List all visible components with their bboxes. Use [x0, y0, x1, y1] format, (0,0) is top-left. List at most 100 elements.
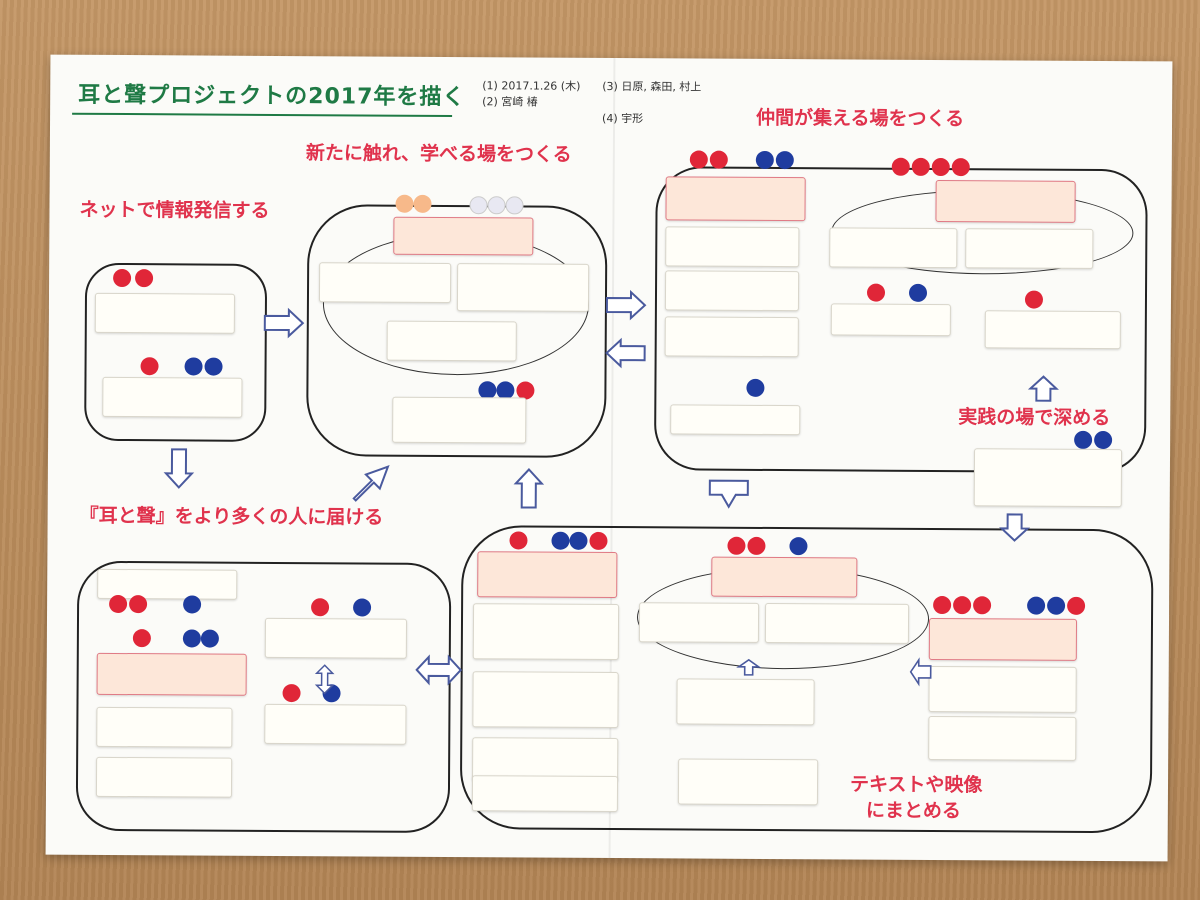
dot-white — [469, 196, 488, 215]
dot-blue — [551, 531, 570, 550]
sticky-note-nakama-5 — [935, 179, 1076, 223]
arrow-up-tv-to-new — [513, 468, 545, 509]
dot-red — [973, 596, 992, 615]
dot-orange — [395, 194, 414, 213]
paper-sheet: 耳と聲プロジェクトの2017年を描く (1) 2017.1.26 (木) (2)… — [45, 54, 1173, 862]
meta-line-2: (2) 宮崎 椿 — [482, 95, 538, 109]
sticky-note-new-4 — [386, 320, 517, 362]
dot-white — [487, 196, 506, 215]
dot-red — [931, 157, 950, 177]
sticky-note-new-2 — [318, 262, 452, 304]
dot-red — [911, 157, 930, 176]
arrow-up-jissen-to-nakama — [1027, 375, 1059, 402]
sticky-note-volunteer — [973, 448, 1123, 508]
section-text-video-heading-1: テキストや映像 — [849, 773, 983, 797]
dot-blue — [746, 378, 765, 397]
meta-line-3: (3) 日原, 森田, 村上 — [602, 79, 702, 94]
sticky-note-tv-9 — [676, 678, 815, 726]
sticky-note-todokeru-5 — [264, 617, 408, 659]
sticky-note-tv-12 — [928, 665, 1077, 713]
sticky-note-tv-3 — [472, 671, 619, 729]
sticky-note-tv-11 — [928, 617, 1078, 661]
dot-red — [866, 283, 886, 302]
section-todokeru-heading: 『耳と聲』をより多くの人に届ける — [79, 504, 384, 529]
arrow-right-new-to-nakama — [605, 289, 647, 321]
dot-white — [505, 196, 524, 215]
sticky-note-nakama-9 — [984, 310, 1121, 350]
dot-red — [589, 531, 608, 550]
sticky-note-tv-7 — [638, 602, 760, 643]
sticky-note-tv-13 — [928, 715, 1077, 761]
sticky-note-todokeru-4 — [95, 756, 233, 798]
dot-red — [140, 357, 159, 376]
dot-red — [727, 536, 746, 555]
dot-red — [509, 531, 528, 550]
meta-line-1: (1) 2017.1.26 (木) — [482, 79, 581, 93]
sticky-note-new-3 — [456, 263, 590, 312]
dot-blue — [184, 357, 203, 376]
sticky-note-nakama-1 — [665, 176, 806, 222]
dot-blue — [204, 357, 223, 376]
dot-red — [951, 158, 970, 177]
sticky-note-nakama-2 — [665, 226, 800, 268]
sticky-note-oneday — [392, 396, 527, 444]
dot-red — [1024, 290, 1044, 309]
sticky-note-tv-1 — [477, 551, 618, 599]
dot-red — [709, 150, 728, 169]
dot-red — [135, 269, 154, 288]
sticky-note-todokeru-2 — [96, 652, 247, 696]
arrow-updown-small — [314, 664, 335, 695]
arrow-down-net-to-todokeru — [163, 448, 195, 489]
arrow-up-small — [736, 658, 762, 676]
section-new-heading: 新たに触れ、学べる場をつくる — [305, 142, 572, 166]
sticky-note-nakama-8 — [830, 303, 951, 337]
dot-blue — [182, 629, 201, 648]
sticky-note-todokeru-3 — [96, 706, 233, 748]
dot-red — [891, 157, 910, 176]
sticky-note-fb — [94, 292, 235, 334]
meta-line-4: (4) 宇形 — [602, 111, 644, 126]
arrow-left-small — [909, 657, 932, 687]
dot-orange — [413, 194, 432, 213]
arrow-right-net-to-new — [263, 307, 305, 339]
dot-red — [129, 595, 148, 614]
sticky-note-cav — [670, 404, 801, 436]
section-jissen-heading: 実践の場で深める — [958, 406, 1111, 430]
dot-red — [747, 536, 766, 555]
dot-blue — [1074, 430, 1093, 449]
dot-blue — [353, 598, 372, 617]
dot-red — [933, 595, 952, 615]
sticky-note-tv-6 — [711, 556, 858, 598]
page-title: 耳と聲プロジェクトの2017年を描く — [78, 82, 466, 111]
section-net-heading: ネットで情報発信する — [79, 198, 270, 222]
title-underline — [72, 112, 453, 118]
sticky-note-tv-2 — [472, 603, 620, 661]
dot-red — [109, 594, 128, 614]
sticky-note-nakama-7 — [965, 228, 1094, 269]
dot-red — [689, 150, 708, 169]
sticky-note-tv-10 — [677, 758, 819, 806]
dot-blue — [569, 531, 588, 550]
arrow-down-nakama-to-tv — [708, 479, 749, 509]
arrow-both-todokeru-tv — [415, 654, 463, 686]
dot-blue — [1027, 596, 1046, 615]
dot-blue — [1094, 430, 1113, 450]
sticky-note-todokeru-6 — [264, 703, 407, 745]
sticky-note-tv-5 — [471, 775, 619, 813]
dot-red — [311, 598, 330, 617]
dot-red — [132, 629, 151, 648]
dot-blue — [775, 151, 794, 170]
sticky-note-nakama-6 — [829, 227, 958, 269]
sticky-note-site — [102, 376, 243, 418]
dot-blue — [1047, 596, 1066, 615]
arrow-left-nakama-to-new — [605, 337, 646, 369]
sticky-note-new-1 — [393, 216, 534, 256]
dot-blue — [908, 283, 928, 302]
sticky-note-nakama-3 — [664, 270, 800, 312]
sticky-note-tv-8 — [764, 602, 910, 644]
sticky-note-nakama-4 — [664, 316, 799, 358]
dot-red — [953, 596, 972, 615]
arrow-down-jissen-to-tv — [999, 513, 1031, 542]
dot-blue — [183, 595, 202, 614]
arrow-diag-todokeru-to-new — [352, 464, 390, 502]
